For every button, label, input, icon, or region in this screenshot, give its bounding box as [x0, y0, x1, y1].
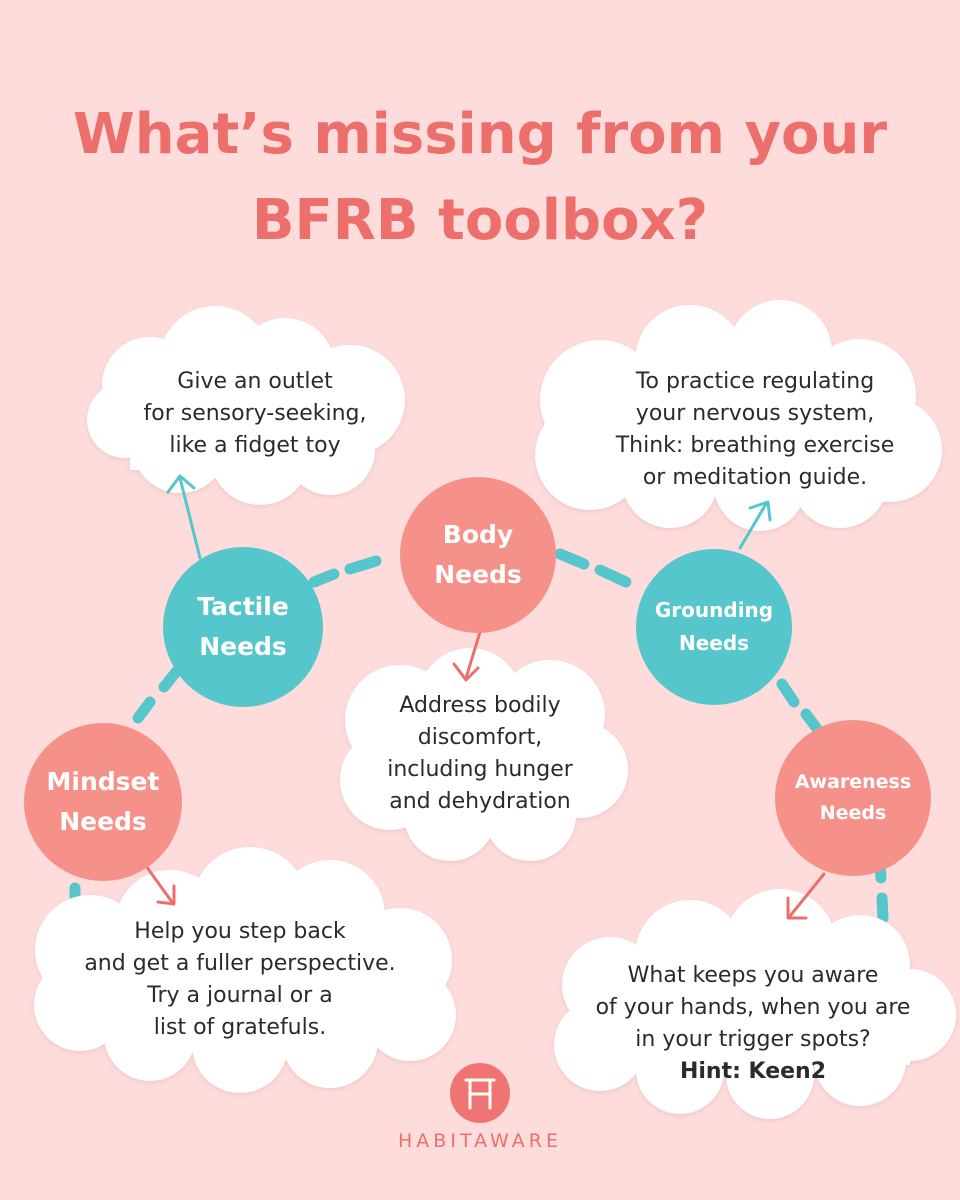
cloud-body-text: Address bodily discomfort, including hun…	[355, 690, 605, 818]
cloud-body-line: Address bodily	[399, 693, 561, 718]
cloud-tactile-text: Give an outlet for sensory-seeking, like…	[105, 366, 405, 462]
node-awareness-line-1: Awareness	[794, 771, 912, 793]
cloud-grounding-line: To practice regulating	[635, 369, 875, 394]
connector-dash	[594, 564, 632, 588]
cloud-mindset-line: Try a journal or a	[147, 983, 333, 1008]
cloud-awareness-hint: Hint: Keen2	[679, 1059, 827, 1084]
cloud-grounding	[535, 300, 942, 531]
connector-dash	[800, 708, 824, 736]
node-tactile: Tactile Needs	[163, 547, 323, 707]
node-tactile-line-1: Tactile	[197, 592, 289, 621]
node-awareness-circle	[775, 720, 931, 876]
node-tactile-line-2: Needs	[199, 632, 287, 661]
cloud-tactile-line: Give an outlet	[177, 369, 333, 394]
node-grounding-line-2: Needs	[678, 631, 750, 655]
connector-dash	[308, 568, 340, 588]
cloud-mindset-line: list of gratefuls.	[153, 1015, 327, 1040]
cloud-mindset-line: and get a fuller perspective.	[84, 951, 396, 976]
node-grounding-circle	[636, 549, 792, 705]
node-mindset: Mindset Needs	[24, 723, 182, 881]
node-tactile-circle	[163, 547, 323, 707]
arrow-body	[452, 630, 482, 682]
node-mindset-line-2: Needs	[59, 807, 147, 836]
page-title: What’s missing from your BFRB toolbox?	[0, 92, 960, 264]
connector-dash	[776, 678, 800, 708]
node-body-line-1: Body	[442, 520, 514, 549]
node-grounding: Grounding Needs	[636, 549, 792, 705]
cloud-mindset	[34, 847, 456, 1093]
cloud-tactile	[87, 306, 405, 505]
cloud-awareness-line: in your trigger spots?	[635, 1027, 871, 1052]
connector-dash	[876, 892, 889, 924]
connector-dash	[132, 696, 156, 724]
cloud-awareness-text: What keeps you aware of your hands, when…	[578, 960, 928, 1088]
cloud-awareness-line: of your hands, when you are	[595, 995, 911, 1020]
cloud-awareness	[554, 889, 956, 1119]
cloud-tactile-line: like a fidget toy	[169, 433, 341, 458]
cloud-mindset-line: Help you step back	[134, 919, 346, 944]
node-grounding-line-1: Grounding	[654, 598, 774, 622]
cloud-body-line: discomfort,	[417, 725, 543, 750]
connector-dash	[554, 548, 590, 570]
node-mindset-circle	[24, 723, 182, 881]
title-line-2: BFRB toolbox?	[251, 188, 709, 253]
arrow-grounding	[738, 500, 772, 550]
connector-dash	[158, 666, 182, 693]
cloud-body-line: and dehydration	[389, 789, 571, 814]
node-awareness: Awareness Needs	[775, 720, 931, 876]
cloud-mindset-text: Help you step back and get a fuller pers…	[55, 916, 425, 1044]
cloud-grounding-line: Think: breathing exercise	[615, 433, 895, 458]
node-body-circle	[400, 477, 556, 633]
connector-dash	[344, 555, 382, 575]
cloud-body	[340, 648, 628, 861]
arrow-awareness	[786, 872, 826, 920]
cloud-body-line: including hunger	[387, 757, 573, 782]
habitaware-logo-icon	[450, 1063, 510, 1123]
node-mindset-line-1: Mindset	[46, 767, 160, 796]
cloud-tactile-line: for sensory-seeking,	[143, 401, 367, 426]
cloud-grounding-text: To practice regulating your nervous syst…	[575, 366, 935, 494]
arrow-mindset	[144, 864, 176, 906]
arrow-tactile	[166, 474, 202, 560]
node-body-line-2: Needs	[434, 560, 522, 589]
node-body: Body Needs	[400, 477, 556, 633]
cloud-awareness-line: What keeps you aware	[627, 963, 879, 988]
title-line-1: What’s missing from your	[73, 102, 887, 167]
brand-name: HABITAWARE	[398, 1130, 562, 1152]
cloud-grounding-line: your nervous system,	[635, 401, 875, 426]
cloud-grounding-line: or meditation guide.	[642, 465, 868, 490]
node-awareness-line-2: Needs	[819, 802, 887, 824]
